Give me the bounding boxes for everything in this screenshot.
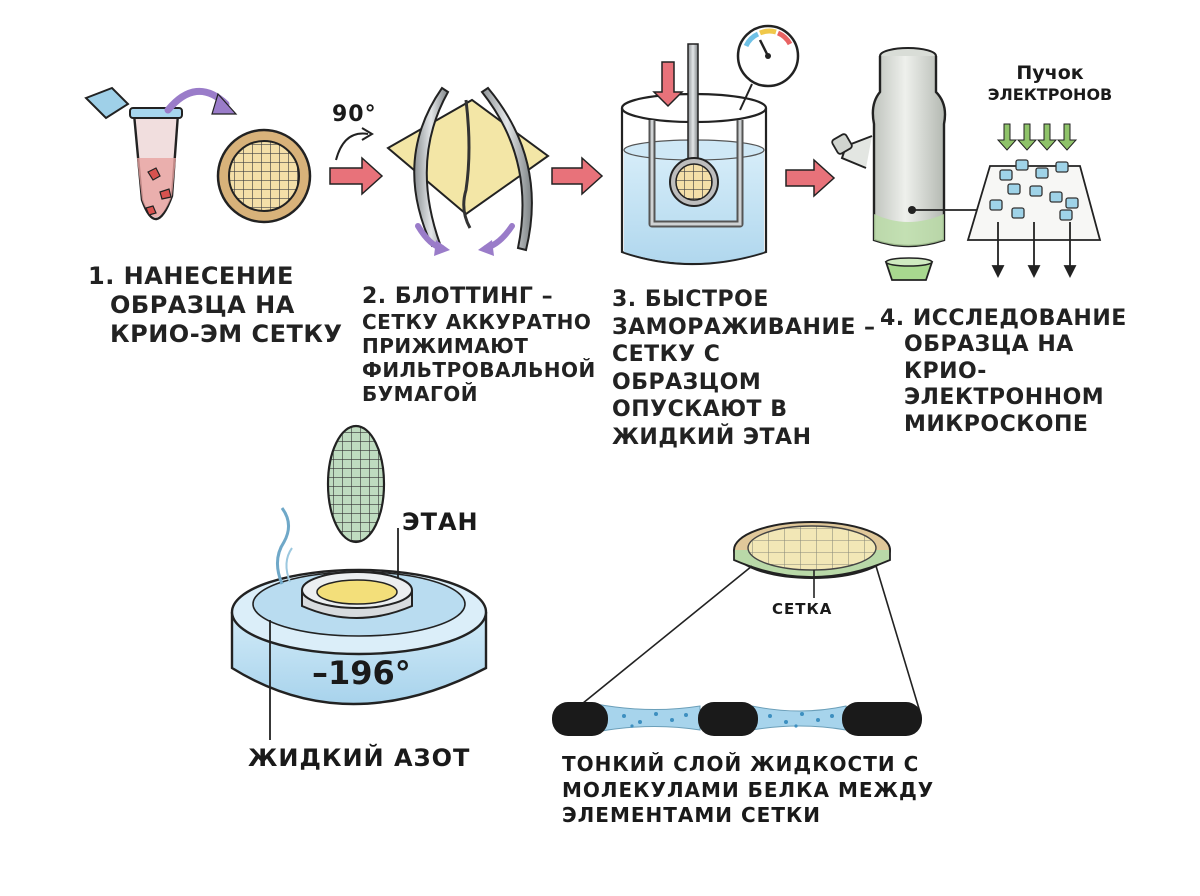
rotation-arrow-icon xyxy=(335,132,369,161)
dipping-grid-icon xyxy=(326,424,386,544)
grid-disc-icon xyxy=(733,521,891,579)
transfer-arrow-head xyxy=(211,92,238,115)
step-arrow-2 xyxy=(551,156,604,196)
step-2-label: 2. Блоттинг – сетку аккуратно прижимают … xyxy=(362,284,596,407)
ethane-label: ЭТАН xyxy=(402,508,479,536)
temperature-label: –196° xyxy=(312,654,411,692)
down-arrow xyxy=(652,61,684,108)
angle-label: 90° xyxy=(332,102,377,127)
liquid-nitrogen-label: ЖИДКИЙ АЗОТ xyxy=(248,744,471,772)
step-1-label: 1. Нанесение образца на крио-ЭМ сетку xyxy=(88,262,343,348)
plunger-grid-icon xyxy=(669,43,719,207)
step-4-label: 4. Исследование образца на крио- электро… xyxy=(880,306,1127,437)
zoom-line-left xyxy=(571,565,753,713)
thermometer-gauge-icon xyxy=(736,24,800,111)
grid-icon xyxy=(216,128,312,224)
zoom-line-right xyxy=(875,565,921,713)
dewar-icon xyxy=(230,507,488,706)
step-arrow-1 xyxy=(329,156,384,196)
thin-layer-caption: Тонкий слой жидкости с молекулами белка … xyxy=(562,752,935,828)
grid-label: СЕТКА xyxy=(772,600,833,618)
step-3-label: 3. Быстрое замораживание – сетку с образ… xyxy=(612,287,876,450)
transmitted-beam-arrows xyxy=(991,222,1077,279)
electron-beam-arrows xyxy=(996,123,1078,151)
electron-beam-label: Пучок электронов xyxy=(987,62,1113,104)
step-arrow-3 xyxy=(785,158,836,198)
sample-plane xyxy=(966,159,1102,241)
thin-layer-cross-section xyxy=(552,702,922,736)
tube-icon xyxy=(84,86,183,221)
microscope-icon xyxy=(831,47,947,281)
